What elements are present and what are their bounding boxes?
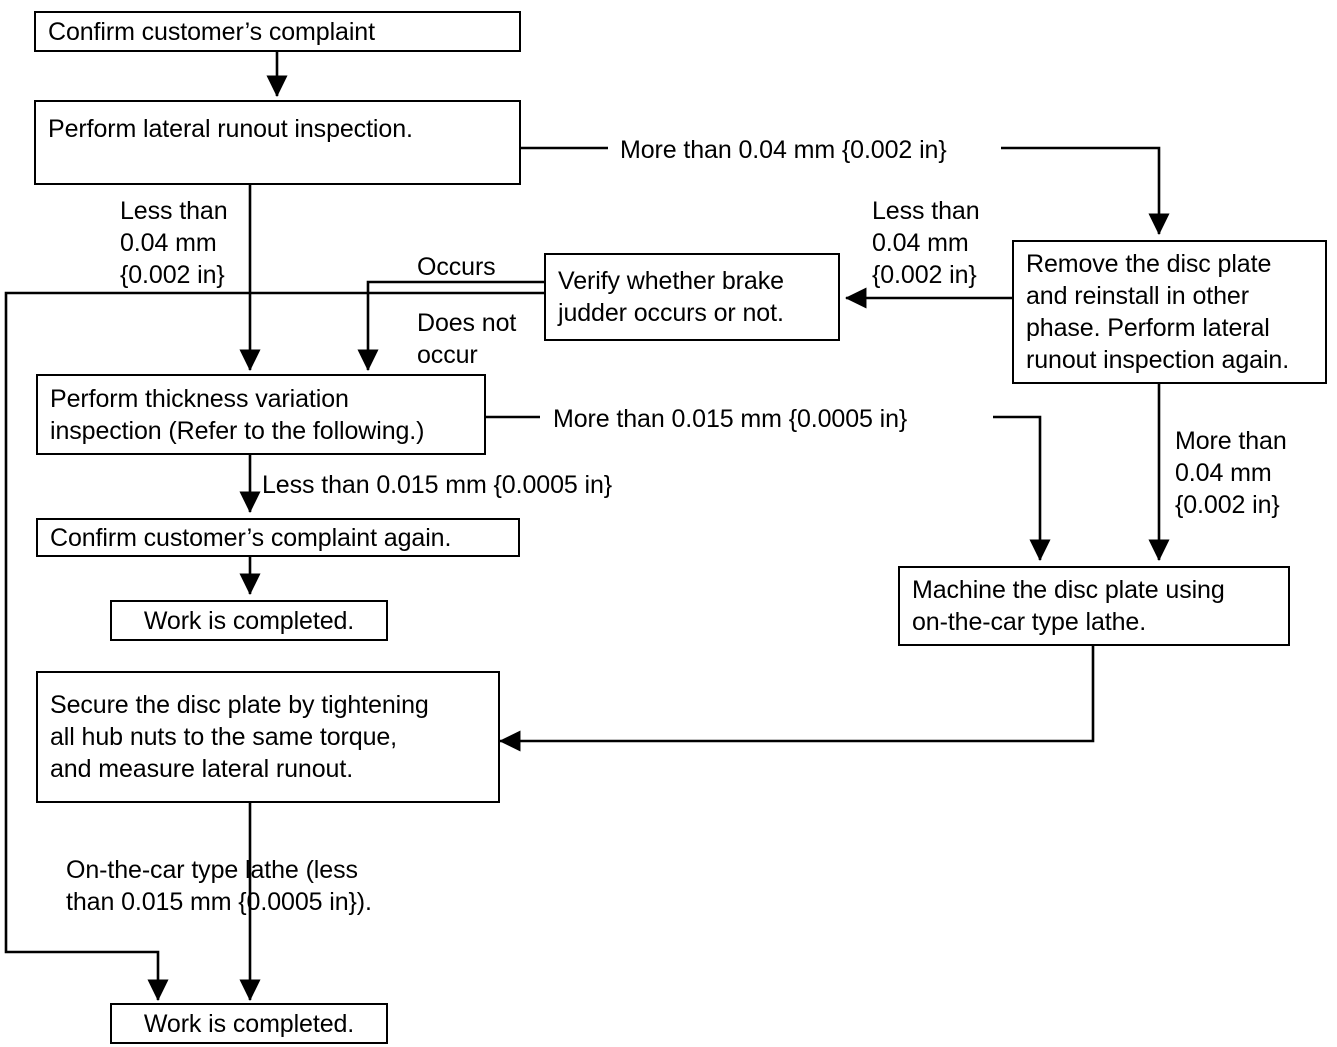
node-work-completed-bottom[interactable]: Work is completed.	[110, 1003, 388, 1044]
node-label: Confirm customer’s complaint again.	[50, 523, 452, 552]
node-label: Perform thickness variation inspection (…	[50, 384, 425, 445]
node-label: Secure the disc plate by tightening all …	[50, 691, 429, 783]
edge-label-less-than-0015: Less than 0.015 mm {0.0005 in}	[262, 471, 613, 499]
edge-label-more-than-0015: More than 0.015 mm {0.0005 in}	[553, 405, 908, 433]
node-label: Machine the disc plate using on-the-car …	[912, 576, 1225, 636]
edge-more0015-to-machine	[993, 415, 1051, 561]
edge-label-more-than-004-top: More than 0.04 mm {0.002 in}	[620, 136, 947, 164]
node-label: Confirm customer’s complaint	[48, 17, 375, 46]
node-work-completed-middle[interactable]: Work is completed.	[110, 600, 388, 641]
node-perform-lateral-runout[interactable]: Perform lateral runout inspection.	[34, 100, 521, 185]
edge-machine-to-secure	[499, 646, 1095, 752]
node-confirm-complaint[interactable]: Confirm customer’s complaint	[34, 11, 521, 52]
edge-label-on-the-car-lathe: On-the-car type lathe (less than 0.015 m…	[66, 856, 372, 916]
node-machine-disc-plate[interactable]: Machine the disc plate using on-the-car …	[898, 566, 1290, 646]
edge-label-less-than-004-right: Less than 0.04 mm {0.002 in}	[872, 197, 980, 289]
edge-label-less-than-004-left: Less than 0.04 mm {0.002 in}	[120, 197, 228, 289]
node-verify-brake-judder[interactable]: Verify whether brake judder occurs or no…	[544, 253, 840, 341]
edge-more004-to-remove	[1001, 146, 1170, 235]
node-thickness-variation-inspection[interactable]: Perform thickness variation inspection (…	[36, 374, 486, 455]
node-confirm-complaint-again[interactable]: Confirm customer’s complaint again.	[36, 518, 520, 557]
node-secure-disc-plate[interactable]: Secure the disc plate by tightening all …	[36, 671, 500, 803]
node-label: Verify whether brake judder occurs or no…	[558, 267, 784, 327]
node-label: Work is completed.	[143, 1009, 355, 1038]
edge-label-more-than-004-right: More than 0.04 mm {0.002 in}	[1175, 427, 1287, 519]
node-label: Perform lateral runout inspection.	[48, 114, 413, 143]
node-label: Remove the disc plate and reinstall in o…	[1026, 250, 1290, 374]
edge-label-occurs: Occurs	[417, 253, 496, 281]
edge-label-does-not-occur: Does not occur	[417, 309, 517, 369]
node-label: Work is completed.	[143, 606, 355, 635]
node-remove-disc-plate[interactable]: Remove the disc plate and reinstall in o…	[1012, 240, 1327, 384]
